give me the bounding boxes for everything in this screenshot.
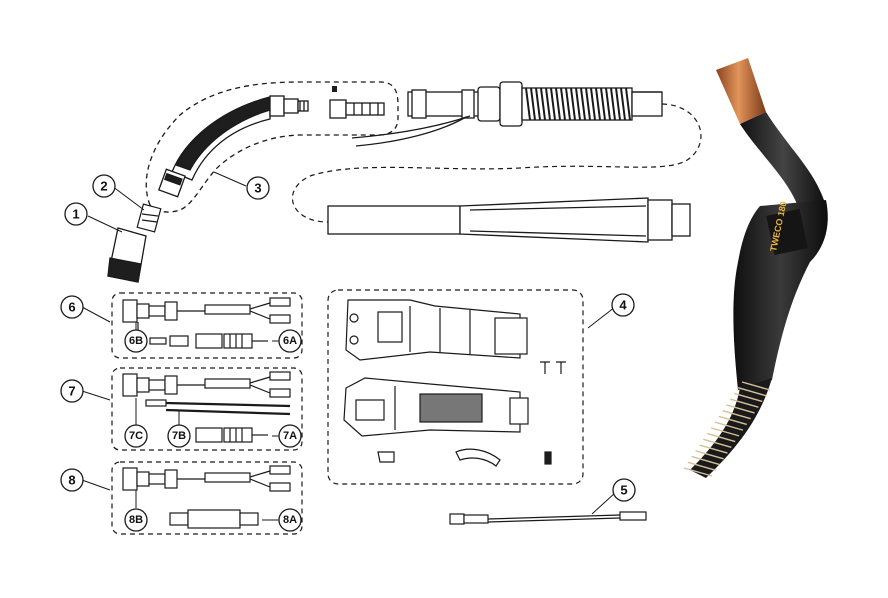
svg-text:5: 5 xyxy=(620,483,627,498)
group-7-kit xyxy=(111,367,303,451)
photo-spring-coil-line xyxy=(741,381,771,391)
assembled-gun-photo: TWECO 180 xyxy=(690,58,828,478)
svg-text:1: 1 xyxy=(72,207,79,222)
spring-coil-line xyxy=(595,87,601,121)
spring-coil-line xyxy=(610,87,616,121)
photo-spring-coil-line xyxy=(699,444,728,454)
callout-7c: 7C xyxy=(124,424,148,448)
spring-coil-line xyxy=(565,87,571,121)
photo-spring-coil-line xyxy=(710,427,740,437)
spring-coil-line xyxy=(590,87,596,121)
svg-text:2: 2 xyxy=(100,179,107,194)
copper-nozzle xyxy=(716,58,766,124)
gooseneck-assembly xyxy=(145,81,399,213)
photo-spring-coil-line xyxy=(737,387,767,397)
svg-text:3: 3 xyxy=(254,181,261,196)
photo-spring-coil-line xyxy=(703,438,732,449)
callout-8b: 8B xyxy=(124,508,148,532)
callout-4: 4 xyxy=(611,293,635,317)
liner-part xyxy=(449,511,647,525)
spring-coil-line xyxy=(600,87,606,121)
photo-spring-coil-line xyxy=(687,461,717,471)
photo-spring-coil-line xyxy=(691,455,720,466)
svg-text:7A: 7A xyxy=(283,430,297,442)
spring-coil-line xyxy=(550,87,556,121)
photo-spring-coil-line xyxy=(683,467,713,477)
spring-coil-line xyxy=(560,87,566,121)
group-4-handle-kit xyxy=(327,289,584,485)
callout-1: 1 xyxy=(64,202,88,226)
spring-coil-line xyxy=(540,87,546,121)
callout-7b: 7B xyxy=(167,424,191,448)
spring-coil-line xyxy=(585,87,591,121)
adapter-fitting xyxy=(329,99,347,119)
callout-6a: 6A xyxy=(278,329,302,353)
photo-spring-coil-line xyxy=(726,404,755,414)
callout-3: 3 xyxy=(246,176,270,200)
callout-7: 7 xyxy=(60,379,84,403)
svg-text:7: 7 xyxy=(68,384,75,399)
callout-6: 6 xyxy=(60,295,84,319)
group-8-kit xyxy=(111,461,303,535)
nozzle-part xyxy=(107,227,147,283)
gun-neck xyxy=(740,112,826,212)
spring-coil-line xyxy=(555,87,561,121)
svg-text:6: 6 xyxy=(68,300,75,315)
callout-2: 2 xyxy=(92,174,116,198)
svg-text:7C: 7C xyxy=(129,430,143,442)
spring-coil-line xyxy=(530,87,536,121)
cable-front-section xyxy=(351,81,663,147)
spring-coils xyxy=(525,87,631,121)
spring-coil-line xyxy=(575,87,581,121)
spring-coil-line xyxy=(580,87,586,121)
photo-spring-coil-line xyxy=(707,432,736,443)
photo-spring-coil-line xyxy=(722,409,751,420)
svg-text:8B: 8B xyxy=(129,514,143,526)
spring-coil-line xyxy=(570,87,576,121)
gun-cable-spring xyxy=(690,378,772,478)
photo-spring-coil-line xyxy=(734,392,763,403)
svg-text:7B: 7B xyxy=(172,430,186,442)
svg-text:4: 4 xyxy=(619,298,627,313)
svg-text:8: 8 xyxy=(68,473,75,488)
callout-5: 5 xyxy=(612,478,636,502)
photo-spring-coils xyxy=(683,381,771,477)
spring-coil-line xyxy=(535,87,541,121)
group-6-kit xyxy=(111,292,303,359)
svg-text:6B: 6B xyxy=(129,335,143,347)
cable-dashed-loop xyxy=(291,103,702,223)
gooseneck-dashed-outline xyxy=(145,81,399,213)
spring-coil-line xyxy=(625,87,631,121)
cable-rear-section xyxy=(327,197,691,243)
spring-coil-line xyxy=(615,87,621,121)
spring-coil-line xyxy=(605,87,611,121)
callout-8a: 8A xyxy=(278,508,302,532)
photo-spring-coil-line xyxy=(695,450,724,460)
callout-7a: 7A xyxy=(278,424,302,448)
svg-text:6A: 6A xyxy=(283,335,297,347)
spring-coil-line xyxy=(525,87,531,121)
svg-text:8A: 8A xyxy=(283,514,297,526)
gooseneck-back-fitting xyxy=(269,95,285,117)
photo-spring-coil-line xyxy=(714,421,744,431)
callout-6b: 6B xyxy=(124,329,148,353)
spring-coil-line xyxy=(620,87,626,121)
photo-spring-coil-line xyxy=(718,415,747,426)
callout-8: 8 xyxy=(60,468,84,492)
contact-tip-part xyxy=(136,203,162,233)
photo-spring-coil-line xyxy=(730,398,759,408)
spring-coil-line xyxy=(545,87,551,121)
